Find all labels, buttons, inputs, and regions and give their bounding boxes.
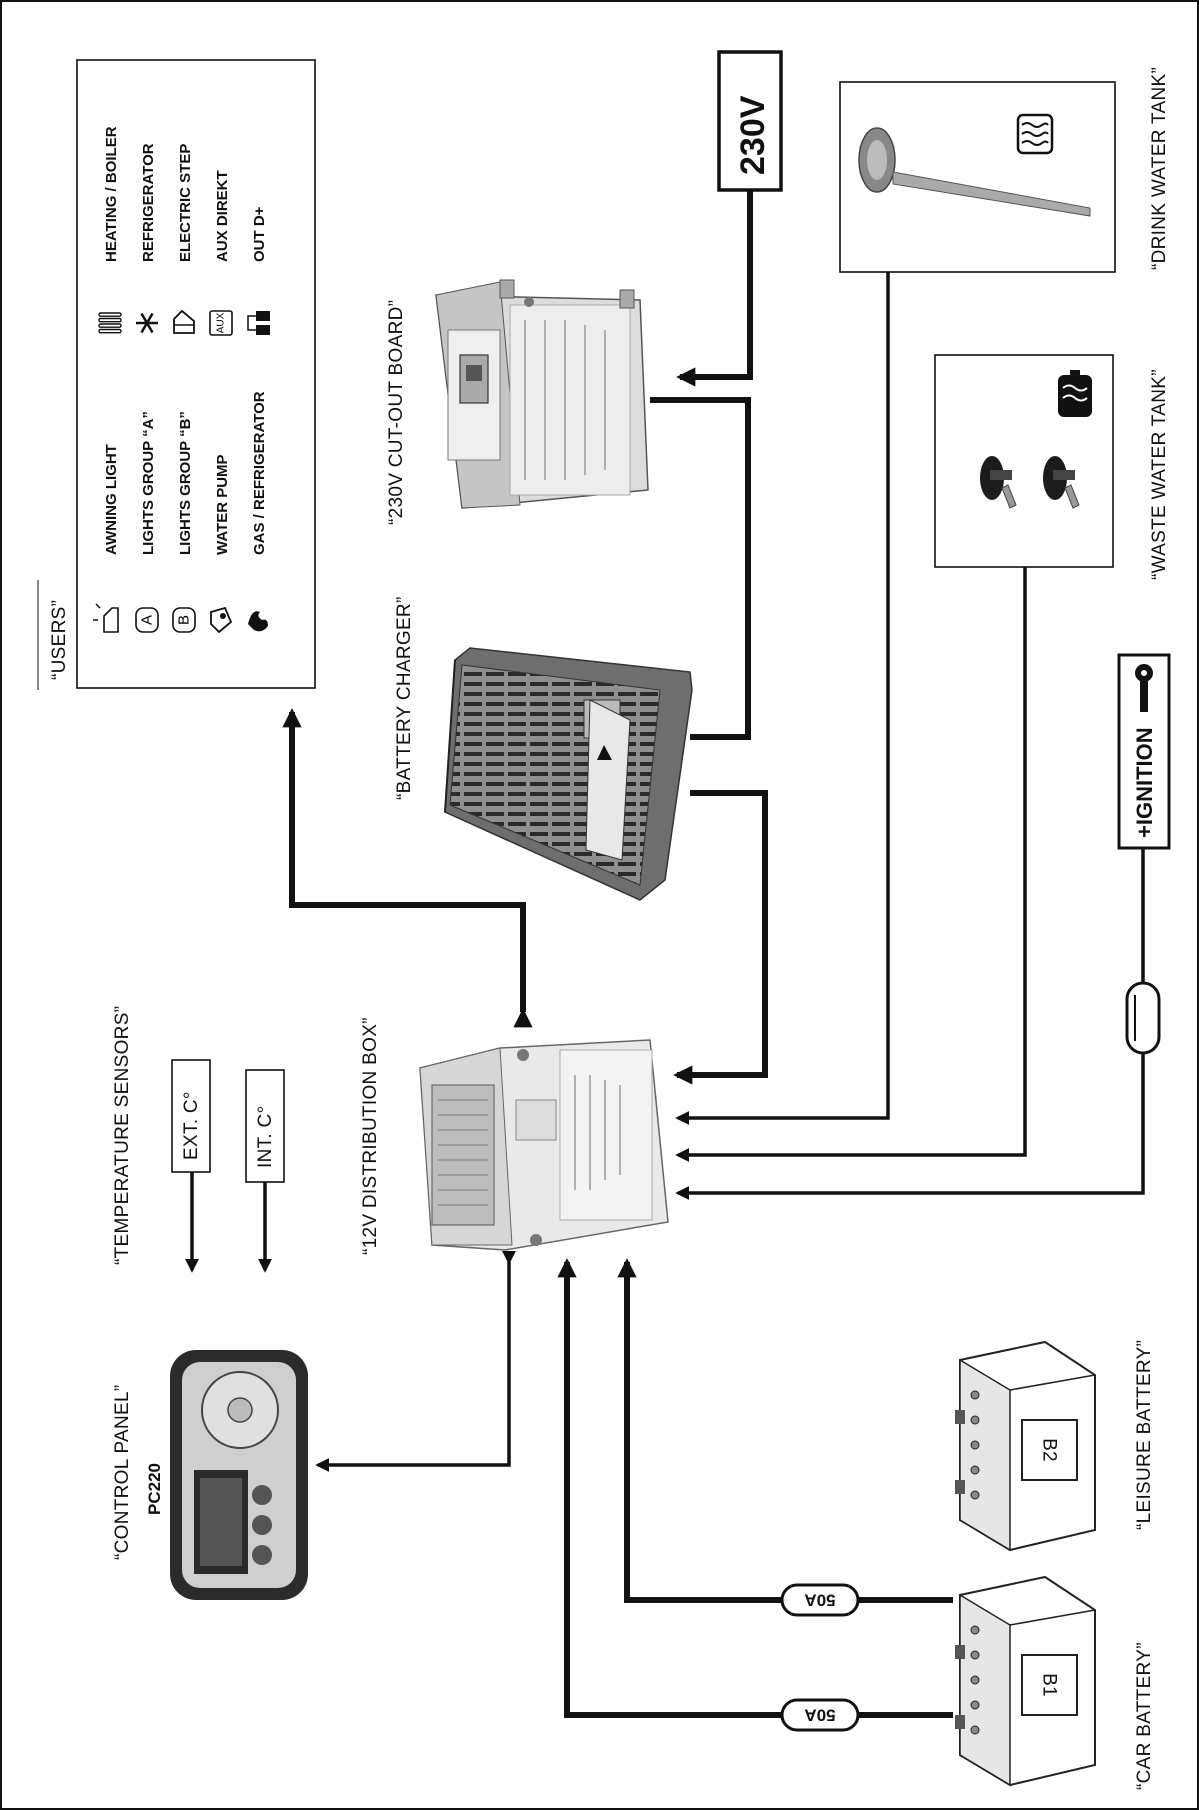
fuse-leisure-label: 50A xyxy=(804,1591,835,1610)
car-battery-title: “CAR BATTERY” xyxy=(1134,1642,1155,1790)
wire-230v-cutout xyxy=(680,190,750,377)
user-label: AUX DIREKT xyxy=(214,170,231,262)
user-label: OUT D+ xyxy=(251,206,268,262)
control-panel-title: “CONTROL PANEL” xyxy=(112,1384,133,1560)
control-panel-model: PC220 xyxy=(145,1463,164,1515)
charger-warning-label xyxy=(586,700,630,860)
user-label: LIGHTS GROUP “B” xyxy=(177,411,194,555)
control-panel-button xyxy=(252,1545,272,1565)
water-level-icon xyxy=(1018,115,1052,153)
leisure-battery-title: “LEISURE BATTERY” xyxy=(1134,1340,1155,1530)
user-label: WATER PUMP xyxy=(214,454,231,555)
distribution-fuses xyxy=(432,1085,494,1225)
wire-waste-tank xyxy=(678,567,1025,1155)
fuse-car: 50A xyxy=(782,1700,858,1730)
cutout-board-device xyxy=(436,280,648,508)
svg-text:A: A xyxy=(139,615,156,625)
temperature-sensors-title: “TEMPERATURE SENSORS” xyxy=(112,1006,133,1265)
user-label: ELECTRIC STEP xyxy=(177,144,194,262)
svg-text:B: B xyxy=(176,615,193,625)
users-title: “USERS” xyxy=(49,600,70,680)
lights-group-b-icon: B xyxy=(173,608,195,632)
fuse-leisure: 50A xyxy=(782,1585,858,1615)
lights-group-a-icon: A xyxy=(136,608,158,632)
car-battery-code: B1 xyxy=(1039,1673,1060,1697)
leisure-battery-device: B2 xyxy=(955,1342,1095,1550)
fuse-car-label: 50A xyxy=(804,1706,835,1725)
v230-label: 230V xyxy=(734,95,772,175)
svg-text:AUX: AUX xyxy=(216,312,227,333)
user-label: HEATING / BOILER xyxy=(103,126,120,262)
cutout-board-title: “230V CUT-OUT BOARD” xyxy=(386,300,407,525)
drink-tank-title: “DRINK WATER TANK” xyxy=(1149,67,1170,270)
wire-charger-distribution xyxy=(677,793,765,1075)
leisure-battery-code: B2 xyxy=(1039,1438,1060,1462)
user-label: AWNING LIGHT xyxy=(103,444,120,555)
user-label: REFRIGERATOR xyxy=(140,143,157,262)
battery-charger-device xyxy=(445,648,692,900)
control-panel-button xyxy=(252,1515,272,1535)
distribution-box-title: “12V DISTRIBUTION BOX” xyxy=(360,1017,381,1255)
waste-level-icon xyxy=(1058,370,1092,417)
battery-charger-title: “BATTERY CHARGER” xyxy=(394,596,415,800)
ignition-box: +IGNITION xyxy=(1119,655,1169,848)
wire-leisure-battery xyxy=(627,1262,953,1600)
user-label: LIGHTS GROUP “A” xyxy=(140,411,157,555)
control-panel-button xyxy=(252,1485,272,1505)
distribution-label-plate xyxy=(560,1050,652,1220)
ignition-label: +IGNITION xyxy=(1132,727,1157,838)
wire-ignition xyxy=(678,848,1143,1193)
aux-icon: AUX xyxy=(210,311,232,335)
control-panel-device xyxy=(170,1350,308,1600)
fuse-ignition xyxy=(1127,983,1159,1053)
wire-control-panel xyxy=(318,1262,509,1465)
distribution-box-device xyxy=(420,1040,668,1250)
car-battery-device: B1 xyxy=(955,1577,1095,1785)
ext-sensor-label: EXT. C° xyxy=(181,1091,202,1160)
user-label: GAS / REFRIGERATOR xyxy=(251,391,268,555)
int-sensor-label: INT. C° xyxy=(255,1106,276,1168)
cutout-label-plate xyxy=(510,305,630,495)
waste-tank-title: “WASTE WATER TANK” xyxy=(1149,369,1170,580)
v230-box: 230V xyxy=(719,52,781,190)
